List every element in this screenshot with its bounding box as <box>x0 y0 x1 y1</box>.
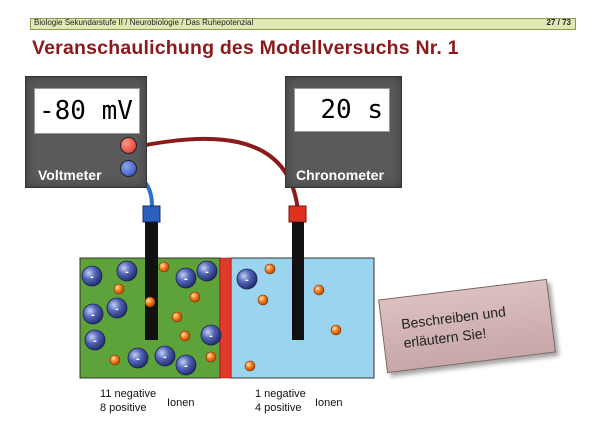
positive-ion <box>313 284 325 296</box>
negative-ion: - <box>127 347 149 369</box>
negative-ion: - <box>82 303 104 325</box>
positive-ion <box>113 283 125 295</box>
negative-ion: - <box>175 354 197 376</box>
negative-ion-sign: - <box>209 330 213 342</box>
negative-ion-sign: - <box>184 273 188 285</box>
right-negative-count: 1 negative <box>255 388 306 400</box>
positive-ion <box>244 360 256 372</box>
negative-ion: - <box>154 345 176 367</box>
chronometer-label: Chronometer <box>296 167 384 183</box>
chronometer: 20 s Chronometer <box>285 76 402 188</box>
negative-ion: - <box>200 324 222 346</box>
right-electrode <box>292 222 304 340</box>
voltmeter-display: -80 mV <box>34 88 140 134</box>
breadcrumb: Biologie Sekundarstufe II / Neurobiologi… <box>34 18 254 27</box>
right-electrode-cap <box>288 205 307 223</box>
page-title: Veranschaulichung des Modellversuchs Nr.… <box>32 37 459 59</box>
negative-ion: - <box>106 297 128 319</box>
positive-ion <box>189 291 201 303</box>
left-electrode <box>145 222 158 340</box>
left-negative-count: 11 negative <box>100 388 157 400</box>
positive-ion <box>144 296 156 308</box>
negative-ion: - <box>236 268 258 290</box>
left-electrode-cap <box>142 205 161 223</box>
positive-ion <box>158 261 170 273</box>
negative-ion-sign: - <box>115 303 119 315</box>
right-ions-label: Ionen <box>315 397 343 409</box>
positive-ion <box>257 294 269 306</box>
voltmeter-label: Voltmeter <box>38 167 102 183</box>
membrane <box>219 257 232 379</box>
header-bar: Biologie Sekundarstufe II / Neurobiologi… <box>30 18 576 30</box>
negative-ion-sign: - <box>245 274 249 286</box>
positive-ion <box>109 354 121 366</box>
negative-ion: - <box>116 260 138 282</box>
positive-ion <box>330 324 342 336</box>
negative-ion: - <box>175 267 197 289</box>
negative-ion-sign: - <box>136 353 140 365</box>
positive-ion <box>179 330 191 342</box>
negative-ion-sign: - <box>205 266 209 278</box>
positive-ion <box>205 351 217 363</box>
negative-ion-sign: - <box>163 351 167 363</box>
left-positive-count: 8 positive <box>100 402 147 414</box>
negative-ion: - <box>81 265 103 287</box>
chronometer-display: 20 s <box>294 88 390 132</box>
blue-terminal-knob <box>120 160 137 177</box>
positive-ion <box>264 263 276 275</box>
negative-ion-sign: - <box>91 309 95 321</box>
chronometer-cable <box>139 136 300 213</box>
voltmeter: -80 mV Voltmeter <box>25 76 147 188</box>
negative-ion-sign: - <box>125 266 129 278</box>
page-number: 27 / 73 <box>546 18 571 27</box>
negative-ion: - <box>84 329 106 351</box>
positive-ion <box>171 311 183 323</box>
negative-ion: - <box>196 260 218 282</box>
left-ions-label: Ionen <box>167 397 195 409</box>
negative-ion-sign: - <box>90 271 94 283</box>
right-positive-count: 4 positive <box>255 402 302 414</box>
negative-ion-sign: - <box>93 335 97 347</box>
negative-ion-sign: - <box>184 360 188 372</box>
task-text: Beschreiben und erläutern Sie! <box>400 299 534 353</box>
red-terminal-knob <box>120 137 137 154</box>
